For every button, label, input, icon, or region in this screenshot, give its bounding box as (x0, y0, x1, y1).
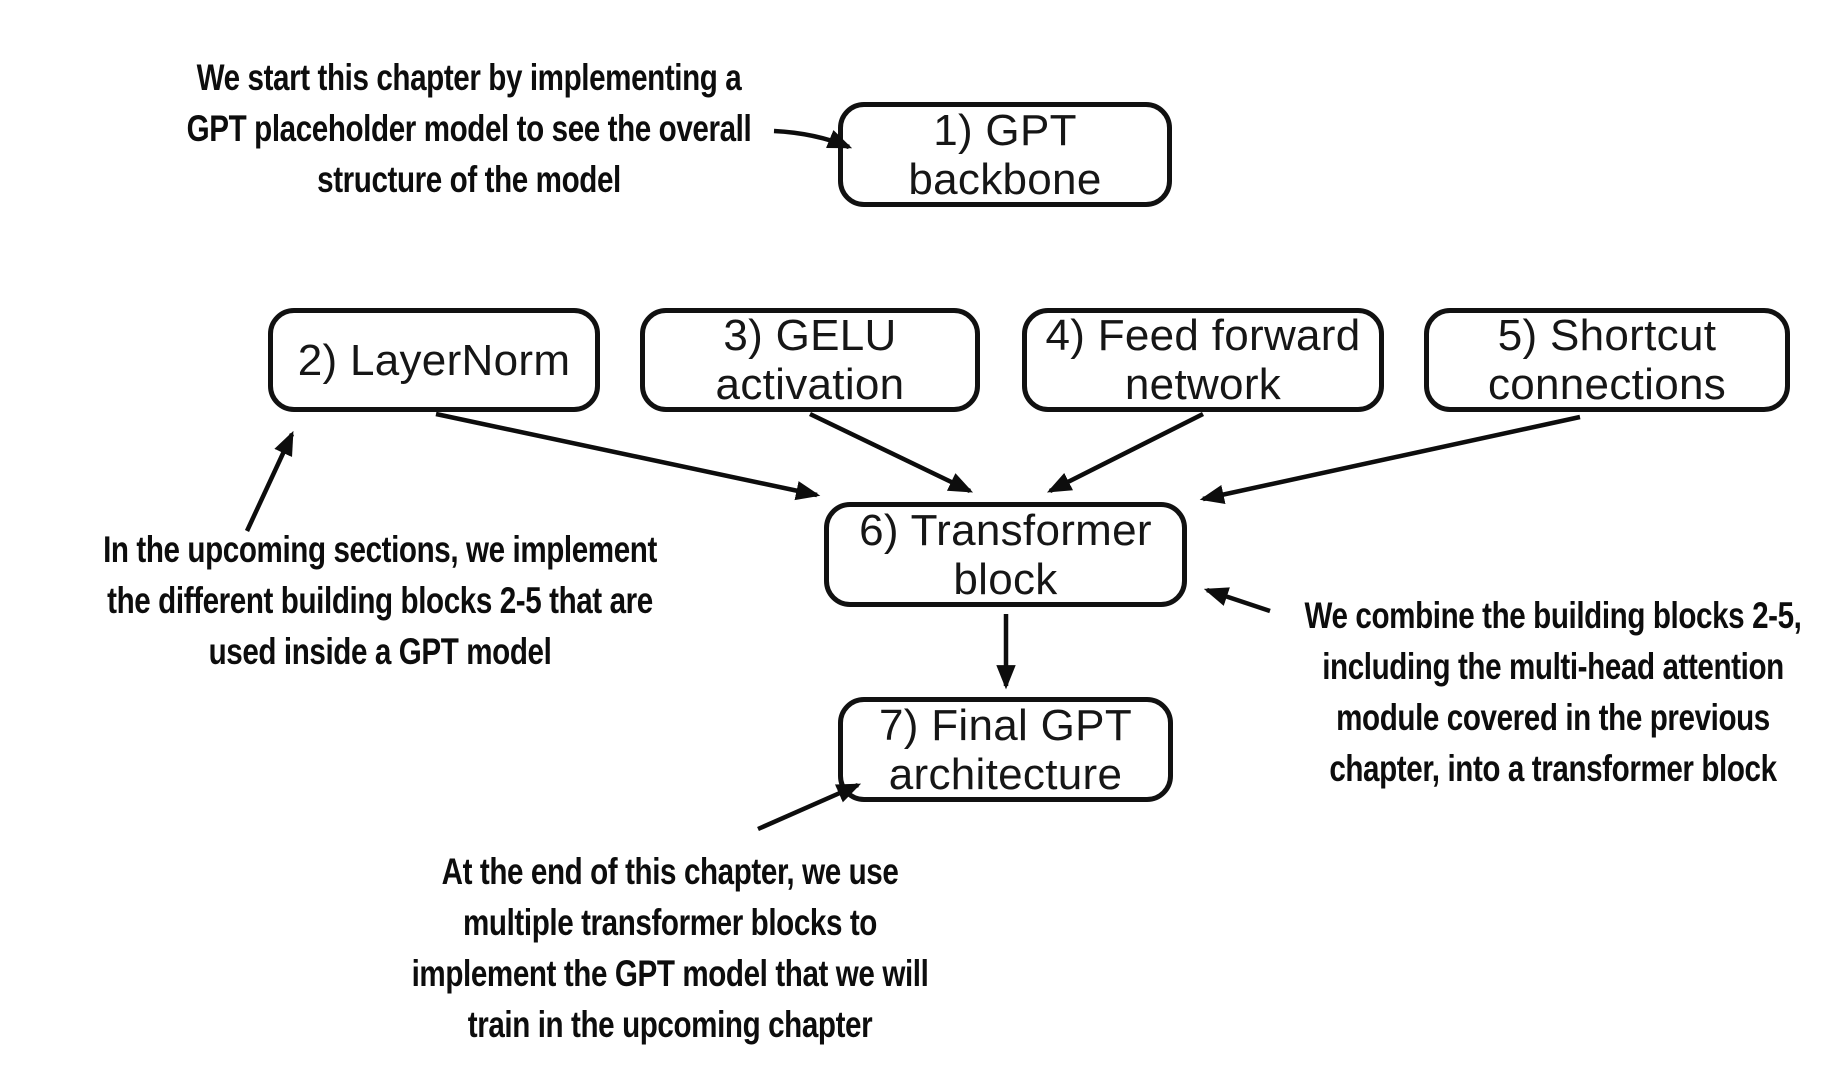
box-layernorm: 2) LayerNorm (268, 308, 600, 412)
box-gelu-activation: 3) GELU activation (640, 308, 980, 412)
note-final-model: At the end of this chapter, we use multi… (411, 851, 929, 1045)
box-shortcut-connections-label: 5) Shortcut connections (1487, 311, 1727, 409)
arrow-shortcut-to-transformer-block (1199, 414, 1581, 505)
box-gelu-activation-label: 3) GELU activation (715, 311, 905, 409)
arrow-note-right-to-transformer-block (1203, 587, 1271, 614)
box-transformer-block: 6) Transformer block (824, 502, 1187, 607)
box-gpt-backbone-label: 1) GPT backbone (908, 105, 1102, 204)
arrow-layernorm-to-transformer-block (435, 411, 821, 501)
box-shortcut-connections: 5) Shortcut connections (1424, 308, 1790, 412)
note-combine-blocks: We combine the building blocks 2-5, incl… (1304, 595, 1802, 789)
arrow-note-left-to-layernorm (244, 430, 295, 532)
box-gpt-backbone: 1) GPT backbone (838, 102, 1172, 207)
box-final-gpt-architecture-label: 7) Final GPT architecture (879, 700, 1132, 799)
note-building-blocks: In the upcoming sections, we implement t… (103, 529, 657, 672)
box-transformer-block-label: 6) Transformer block (859, 505, 1152, 604)
box-feed-forward-network: 4) Feed forward network (1022, 308, 1384, 412)
note-chapter-start: We start this chapter by implementing a … (186, 57, 752, 200)
box-feed-forward-network-label: 4) Feed forward network (1045, 311, 1361, 409)
box-final-gpt-architecture: 7) Final GPT architecture (838, 697, 1173, 802)
arrow-feed-forward-to-transformer-block (1046, 411, 1205, 494)
arrow-gelu-to-transformer-block (809, 411, 974, 494)
box-layernorm-label: 2) LayerNorm (297, 335, 571, 385)
